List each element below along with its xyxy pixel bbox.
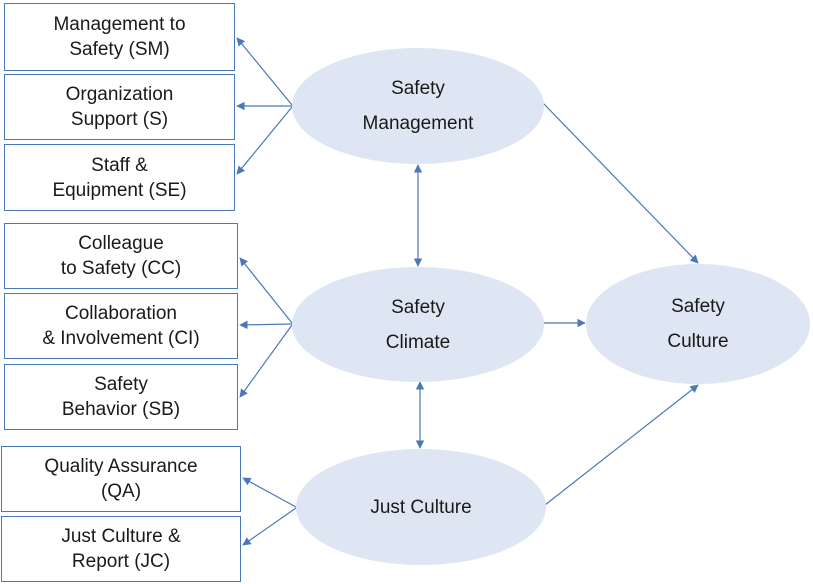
arrow-sm-to-staff-equipment: [236, 106, 293, 175]
indicator-management-to-safety: Management to Safety (SM): [4, 3, 235, 71]
indicator-label-line1: Safety: [94, 374, 148, 395]
indicator-safety-behavior: Safety Behavior (SB): [4, 364, 238, 430]
construct-just-culture: Just Culture: [296, 449, 546, 565]
indicator-label-line1: Colleague: [78, 233, 164, 254]
indicator-label-line2: & Involvement (CI): [42, 328, 200, 349]
construct-label-line1: Just Culture: [370, 496, 472, 518]
indicator-colleague-to-safety: Colleague to Safety (CC): [4, 223, 238, 289]
arrow-jc-to-safety-culture: [544, 384, 699, 506]
indicator-label-line2: Equipment (SE): [52, 179, 187, 201]
indicator-label-line2: Support (S): [70, 109, 169, 130]
indicator-collaboration-involvement: Collaboration & Involvement (CI): [4, 293, 238, 359]
construct-label-line1: Safety: [391, 296, 445, 318]
arrow-sm-to-management-to-safety: [236, 37, 293, 106]
arrow-jc-to-report: [242, 507, 297, 546]
arrow-jc-to-quality-assurance: [242, 477, 297, 508]
construct-label-line2: Culture: [667, 331, 729, 352]
indicator-label-line1: Just Culture &: [61, 526, 181, 547]
indicator-just-culture-report: Just Culture & Report (JC): [1, 516, 241, 582]
indicator-label-line2: (QA): [100, 481, 142, 502]
indicator-staff-equipment: Staff & Equipment (SE): [4, 144, 235, 211]
arrow-sc-to-colleague: [239, 257, 293, 324]
arrow-sc-to-behavior: [239, 324, 293, 398]
indicator-label-line2: Report (JC): [71, 551, 171, 572]
indicator-quality-assurance: Quality Assurance (QA): [1, 446, 241, 512]
construct-label-line1: Safety: [391, 78, 445, 99]
construct-safety-climate: Safety Climate: [292, 267, 544, 382]
construct-label-line2: Climate: [385, 331, 451, 353]
construct-safety-culture: Safety Culture: [586, 264, 810, 384]
indicator-organization-support: Organization Support (S): [4, 74, 235, 140]
construct-label-line1: Safety: [671, 296, 725, 317]
indicator-label-line1: Quality Assurance: [44, 456, 198, 477]
indicator-label-line1: Management to: [53, 14, 186, 35]
indicator-label-line2: to Safety (CC): [60, 258, 182, 279]
construct-safety-management: Safety Management: [292, 48, 544, 164]
indicator-label-line1: Staff &: [91, 154, 148, 176]
indicator-label-line2: Safety (SM): [69, 39, 170, 60]
indicator-label-line1: Collaboration: [65, 303, 177, 324]
arrow-sm-to-safety-culture: [542, 102, 699, 264]
indicator-label-line2: Behavior (SB): [61, 399, 181, 420]
indicator-label-line1: Organization: [65, 84, 174, 105]
construct-label-line2: Management: [362, 113, 474, 134]
arrow-sc-to-collaboration: [239, 320, 293, 330]
